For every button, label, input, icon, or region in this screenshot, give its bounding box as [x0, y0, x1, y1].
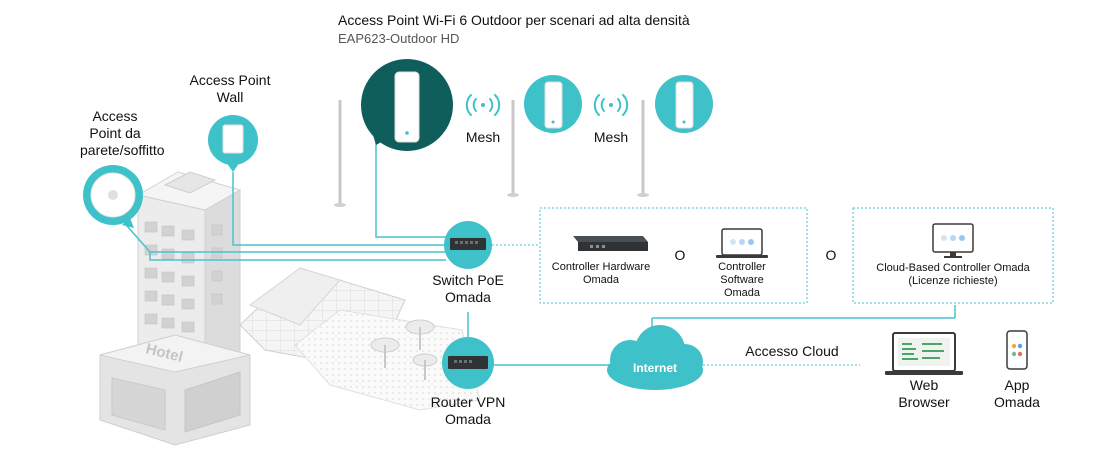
router-label: Router VPN Omada: [430, 394, 506, 427]
page-title: Access Point Wi-Fi 6 Outdoor per scenari…: [338, 12, 690, 28]
page-subtitle: EAP623-Outdoor HD: [338, 31, 460, 46]
ap-wall-label: Access Point Wall: [189, 72, 271, 105]
hotel-building-icon: Hotel: [99, 171, 251, 446]
hardware-controller-icon: [573, 236, 648, 251]
pole-icon: [338, 100, 645, 205]
connection-lines: [119, 143, 956, 366]
ceiling-ap-icon: [83, 165, 143, 228]
wifi-signal-icon: [465, 94, 501, 116]
web-browser-label: Web Browser: [898, 377, 950, 410]
poe-switch-icon: [444, 221, 492, 269]
dotted-lines: [492, 207, 1054, 366]
wall-ap-icon: [208, 115, 258, 172]
cloud-controller-label: Cloud-Based Controller Omada (Licenze ri…: [876, 262, 1030, 288]
outdoor-ap-icon: [655, 75, 713, 133]
controller-hardware-label: Controller Hardware Omada: [551, 261, 651, 287]
ap-ceiling-label: Access Point da parete/soffitto: [80, 108, 165, 158]
controller-software-label: Controller Software Omada: [718, 261, 766, 300]
phone-icon: [1006, 330, 1028, 370]
or-label-2: O: [825, 247, 837, 263]
mesh-label-2: Mesh: [593, 129, 629, 145]
outdoor-ap-icon: [361, 59, 453, 151]
cloud-icon: [607, 325, 703, 390]
pool-area: [239, 267, 481, 411]
mesh-label-1: Mesh: [465, 129, 501, 145]
app-label: App Omada: [994, 377, 1040, 410]
internet-label: Internet: [633, 361, 677, 375]
monitor-icon: [932, 223, 974, 258]
monitor-icon: [885, 332, 963, 375]
outdoor-ap-icon: [524, 75, 582, 133]
laptop-icon: [716, 228, 768, 258]
cloud-access-label: Accesso Cloud: [745, 343, 839, 359]
switch-label: Switch PoE Omada: [432, 272, 504, 305]
vpn-router-icon: [442, 337, 494, 389]
or-label-1: O: [674, 247, 686, 263]
umbrella-icon: [370, 319, 438, 380]
wifi-signal-icon: [593, 94, 629, 116]
